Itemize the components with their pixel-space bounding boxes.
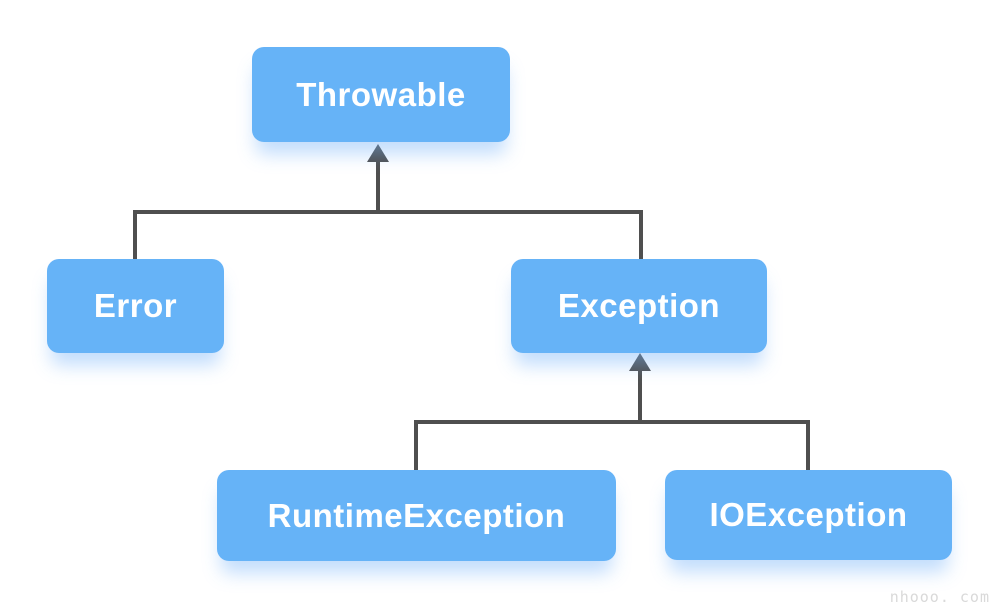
node-exception: Exception	[511, 259, 767, 353]
node-throwable-label: Throwable	[296, 75, 466, 113]
connector-drop-runtime-exception	[414, 420, 418, 471]
node-runtime-exception: RuntimeException	[217, 470, 616, 561]
node-error: Error	[47, 259, 224, 353]
connector-shaft-to-exception	[638, 368, 642, 422]
node-error-label: Error	[93, 287, 178, 324]
connector-bus-throwable-children	[133, 210, 643, 214]
node-exception-label: Exception	[557, 287, 721, 324]
arrowhead-to-throwable-icon	[367, 144, 389, 162]
connector-drop-io-exception	[806, 420, 810, 471]
node-io-exception-label: IOException	[709, 496, 908, 533]
node-throwable: Throwable	[252, 47, 510, 142]
watermark: nhooo. com	[889, 588, 990, 606]
connector-bus-exception-children	[414, 420, 810, 424]
node-runtime-exception-label: RuntimeException	[267, 496, 566, 534]
connector-drop-error	[133, 210, 137, 260]
node-io-exception: IOException	[665, 470, 952, 560]
connector-shaft-to-throwable	[376, 158, 380, 212]
arrowhead-to-exception-icon	[629, 353, 651, 371]
connector-drop-exception	[639, 210, 643, 260]
